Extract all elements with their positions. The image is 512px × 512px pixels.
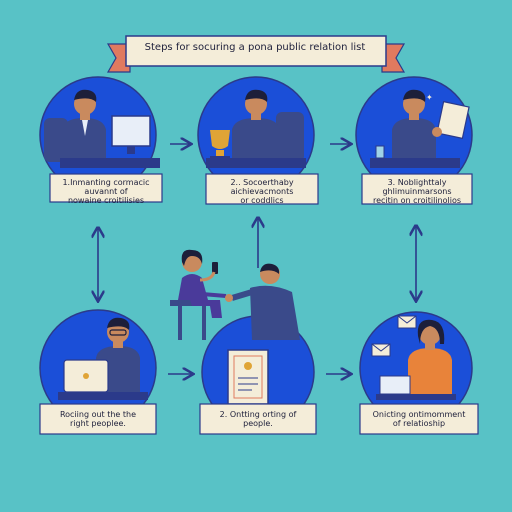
step4-illustration: [39, 309, 157, 427]
step4-label: Rociing out the the right peoplee.: [42, 410, 154, 428]
step4-label-box: [39, 403, 157, 435]
step4-line1: Rociing out the the: [59, 410, 137, 419]
step6-line1: Onicting ontimomment: [372, 410, 466, 419]
step4-line2: right peoplee.: [70, 419, 126, 428]
svg-text:✦: ✦: [426, 93, 433, 102]
step5-line2: people.: [243, 419, 273, 428]
step5-label: 2. Ontting orting of people.: [202, 410, 314, 428]
step3-line1: 3. Noblighttaly: [387, 178, 447, 187]
step6-line2: of relatioship: [392, 419, 446, 428]
step1-line3: nowaine croitilisies: [67, 196, 145, 205]
handshake-illustration: [170, 249, 300, 340]
step2-line1: 2.. Socoerthaby: [230, 178, 294, 187]
step6-label-box: [359, 403, 479, 435]
step1-label-box: [49, 173, 163, 203]
step2-illustration: [197, 76, 315, 194]
step3-label: 3. Noblighttaly ghlimuinmarsons recitin …: [364, 178, 470, 205]
title-banner: [106, 35, 406, 73]
step2-label-box: [205, 173, 319, 205]
step2-label: 2.. Socoerthaby aichievacmonts or coddli…: [208, 178, 316, 205]
step3-illustration: ✦: [355, 76, 473, 194]
step6-illustration: [359, 311, 473, 425]
step1-line2: auvannt of: [84, 187, 128, 196]
banner-title: Steps for socuring a pona public relatio…: [144, 42, 366, 53]
step5-line1: 2. Ontting orting of: [219, 410, 297, 419]
banner-body: [125, 35, 387, 67]
step5-label-box: [199, 403, 317, 435]
step3-label-box: [361, 173, 473, 205]
step3-line3: recitin on croitilinolios: [372, 196, 462, 205]
step1-label: 1.Inmanting cormacic auvannt of nowaine …: [52, 178, 160, 205]
step3-line2: ghlimuinmarsons: [382, 187, 452, 196]
step6-label: Onicting ontimomment of relatioship: [362, 410, 476, 428]
step5-illustration: [201, 315, 315, 429]
step2-line2: aichievacmonts: [230, 187, 294, 196]
step1-line1: 1.Inmanting cormacic: [62, 178, 150, 187]
step2-line3: or coddlics: [240, 196, 284, 205]
flow-arrows: [98, 144, 416, 374]
